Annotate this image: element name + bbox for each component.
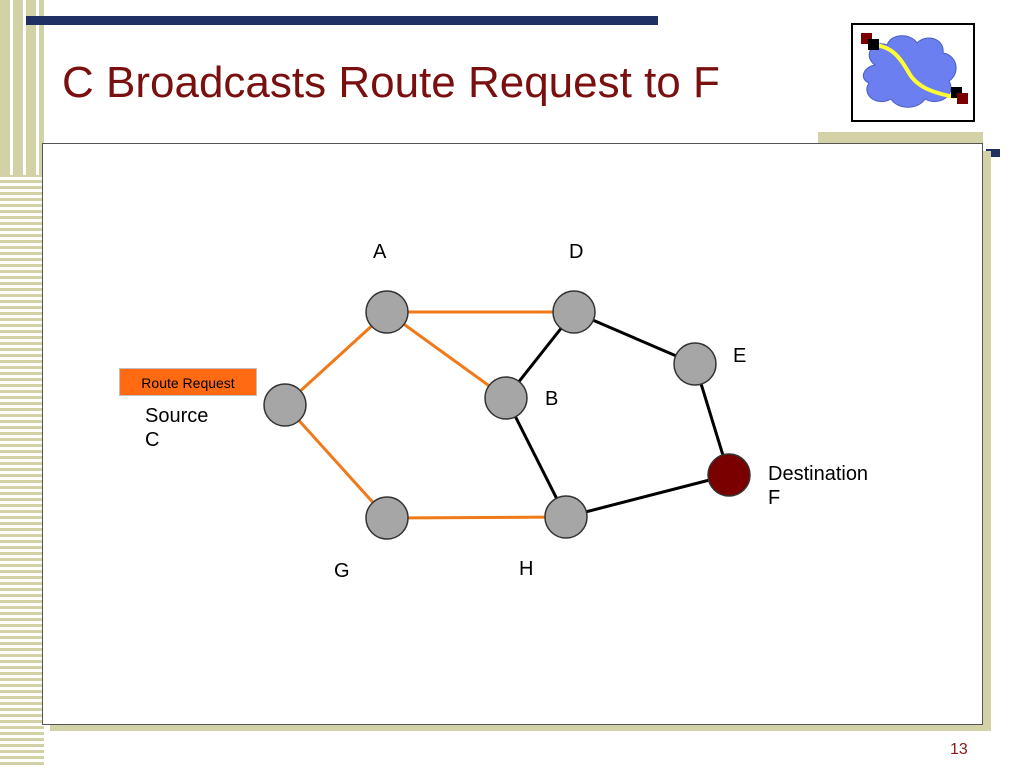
node-c bbox=[263, 383, 307, 427]
node-d bbox=[552, 290, 596, 334]
edge-g-h bbox=[386, 515, 567, 520]
edge-c-a bbox=[283, 310, 389, 407]
logo-endpoint-source bbox=[868, 39, 879, 50]
logo-endpoint-dest bbox=[957, 93, 968, 104]
panel-accent-dot bbox=[986, 149, 1000, 157]
node-g bbox=[365, 496, 409, 540]
node-label-h: H bbox=[519, 558, 534, 580]
node-f bbox=[707, 453, 751, 497]
node-b bbox=[484, 376, 528, 420]
node-label-source-c: Source C bbox=[145, 405, 209, 451]
node-a bbox=[365, 290, 409, 334]
node-label-e: E bbox=[733, 345, 747, 367]
left-block-decoration bbox=[0, 0, 44, 175]
logo-endpoint-dest-back bbox=[951, 87, 962, 98]
edge-h-f bbox=[565, 473, 730, 519]
edge-b-h bbox=[504, 397, 568, 518]
title-accent-bar bbox=[26, 16, 658, 25]
edge-a-b bbox=[386, 310, 507, 400]
page-number: 13 bbox=[950, 741, 968, 758]
route-request-message: Route Request bbox=[119, 368, 257, 396]
node-label-d: D bbox=[569, 241, 584, 263]
diagram-panel bbox=[42, 143, 983, 725]
logo-endpoint-source-back bbox=[861, 33, 872, 44]
node-label-g: G bbox=[334, 560, 350, 582]
node-label-destination-f: Destination F bbox=[768, 463, 869, 509]
edge-d-e bbox=[573, 310, 696, 366]
network-cloud-icon bbox=[861, 33, 968, 108]
node-h bbox=[544, 495, 588, 539]
node-label-b: B bbox=[545, 388, 559, 410]
node-label-a: A bbox=[373, 241, 387, 263]
logo bbox=[851, 23, 975, 122]
network-diagram bbox=[263, 290, 751, 540]
slide-title: C Broadcasts Route Request to F bbox=[62, 58, 720, 107]
logo-route-path bbox=[874, 43, 956, 99]
node-e bbox=[673, 342, 717, 386]
edge-c-g bbox=[283, 403, 389, 520]
